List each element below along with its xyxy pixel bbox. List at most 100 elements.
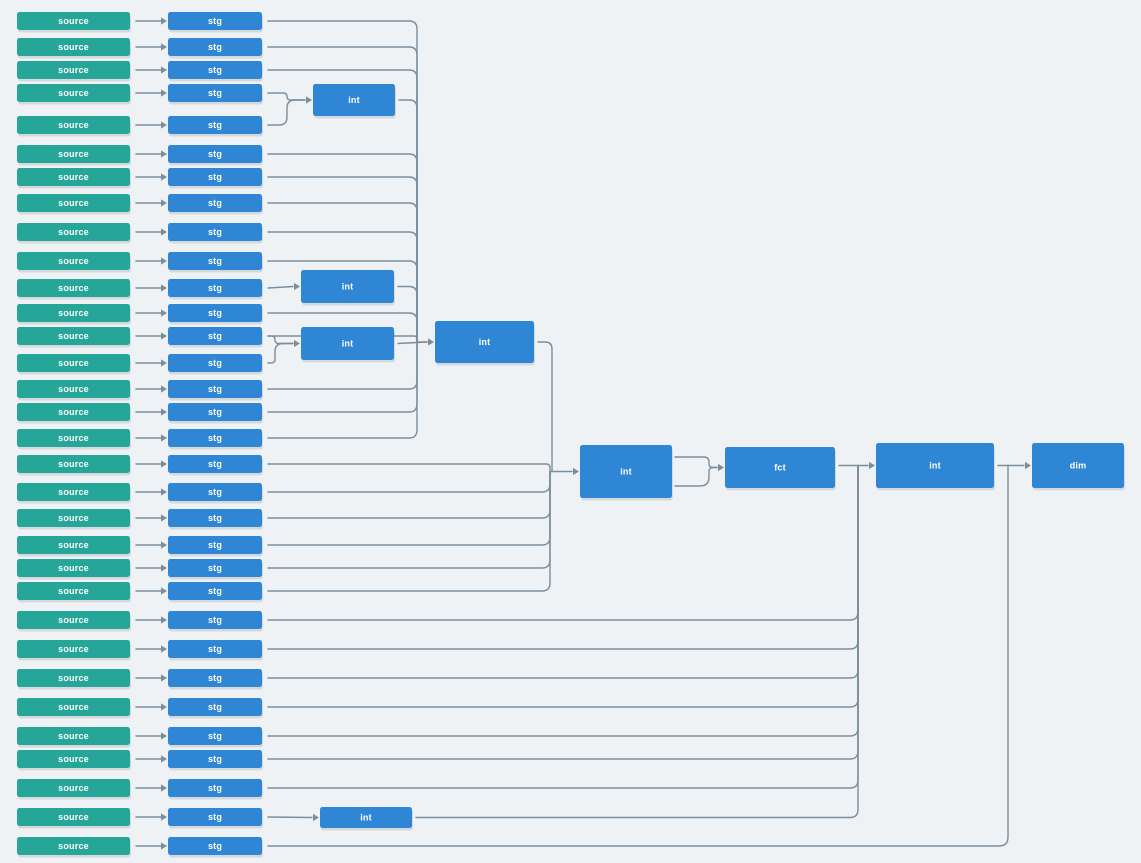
node-box-stg[interactable] bbox=[168, 84, 262, 102]
node-stg-31[interactable]: stg bbox=[168, 808, 263, 829]
node-source-14[interactable]: source bbox=[17, 354, 131, 375]
node-box-source[interactable] bbox=[17, 84, 130, 102]
node-source-17[interactable]: source bbox=[17, 429, 131, 450]
node-int-2[interactable]: int bbox=[301, 270, 395, 306]
node-box-stg[interactable] bbox=[168, 279, 262, 297]
node-source-2[interactable]: source bbox=[17, 38, 131, 59]
node-box-stg[interactable] bbox=[168, 808, 262, 826]
node-box-source[interactable] bbox=[17, 455, 130, 473]
node-source-32[interactable]: source bbox=[17, 837, 131, 858]
node-stg-27[interactable]: stg bbox=[168, 698, 263, 719]
node-box-stg[interactable] bbox=[168, 145, 262, 163]
node-box-source[interactable] bbox=[17, 380, 130, 398]
node-source-16[interactable]: source bbox=[17, 403, 131, 424]
node-stg-1[interactable]: stg bbox=[168, 12, 263, 33]
node-box-int[interactable] bbox=[313, 84, 395, 116]
node-stg-7[interactable]: stg bbox=[168, 168, 263, 189]
node-box-source[interactable] bbox=[17, 727, 130, 745]
node-stg-5[interactable]: stg bbox=[168, 116, 263, 137]
node-box-source[interactable] bbox=[17, 669, 130, 687]
node-stg-18[interactable]: stg bbox=[168, 455, 263, 476]
node-source-30[interactable]: source bbox=[17, 779, 131, 800]
node-box-source[interactable] bbox=[17, 536, 130, 554]
node-stg-20[interactable]: stg bbox=[168, 509, 263, 530]
node-source-19[interactable]: source bbox=[17, 483, 131, 504]
node-box-stg[interactable] bbox=[168, 483, 262, 501]
node-box-stg[interactable] bbox=[168, 582, 262, 600]
node-stg-14[interactable]: stg bbox=[168, 354, 263, 375]
node-source-1[interactable]: source bbox=[17, 12, 131, 33]
node-box-stg[interactable] bbox=[168, 380, 262, 398]
node-stg-21[interactable]: stg bbox=[168, 536, 263, 557]
node-box-stg[interactable] bbox=[168, 611, 262, 629]
node-box-source[interactable] bbox=[17, 429, 130, 447]
node-int-1[interactable]: int bbox=[313, 84, 396, 119]
node-box-stg[interactable] bbox=[168, 669, 262, 687]
node-box-source[interactable] bbox=[17, 509, 130, 527]
node-int-5[interactable]: int bbox=[580, 445, 673, 501]
node-box-dim[interactable] bbox=[1032, 443, 1124, 488]
node-box-stg[interactable] bbox=[168, 429, 262, 447]
node-box-int[interactable] bbox=[320, 807, 412, 828]
node-box-int[interactable] bbox=[301, 270, 394, 303]
node-stg-10[interactable]: stg bbox=[168, 252, 263, 273]
node-box-source[interactable] bbox=[17, 327, 130, 345]
node-source-6[interactable]: source bbox=[17, 145, 131, 166]
node-box-source[interactable] bbox=[17, 223, 130, 241]
node-box-source[interactable] bbox=[17, 116, 130, 134]
node-source-22[interactable]: source bbox=[17, 559, 131, 580]
node-source-15[interactable]: source bbox=[17, 380, 131, 401]
node-box-source[interactable] bbox=[17, 559, 130, 577]
node-box-int[interactable] bbox=[876, 443, 994, 488]
node-box-stg[interactable] bbox=[168, 223, 262, 241]
node-box-stg[interactable] bbox=[168, 252, 262, 270]
node-box-stg[interactable] bbox=[168, 38, 262, 56]
node-source-7[interactable]: source bbox=[17, 168, 131, 189]
node-box-source[interactable] bbox=[17, 252, 130, 270]
node-stg-23[interactable]: stg bbox=[168, 582, 263, 603]
node-box-source[interactable] bbox=[17, 582, 130, 600]
node-source-11[interactable]: source bbox=[17, 279, 131, 300]
node-box-source[interactable] bbox=[17, 640, 130, 658]
node-box-source[interactable] bbox=[17, 750, 130, 768]
node-stg-2[interactable]: stg bbox=[168, 38, 263, 59]
node-box-stg[interactable] bbox=[168, 640, 262, 658]
node-stg-17[interactable]: stg bbox=[168, 429, 263, 450]
node-box-stg[interactable] bbox=[168, 403, 262, 421]
node-stg-30[interactable]: stg bbox=[168, 779, 263, 800]
node-stg-15[interactable]: stg bbox=[168, 380, 263, 401]
node-box-source[interactable] bbox=[17, 611, 130, 629]
node-box-stg[interactable] bbox=[168, 327, 262, 345]
node-box-source[interactable] bbox=[17, 12, 130, 30]
node-box-source[interactable] bbox=[17, 145, 130, 163]
node-int-6[interactable]: int bbox=[876, 443, 995, 491]
node-source-20[interactable]: source bbox=[17, 509, 131, 530]
node-source-12[interactable]: source bbox=[17, 304, 131, 325]
node-stg-12[interactable]: stg bbox=[168, 304, 263, 325]
node-stg-25[interactable]: stg bbox=[168, 640, 263, 661]
node-box-source[interactable] bbox=[17, 808, 130, 826]
node-box-stg[interactable] bbox=[168, 12, 262, 30]
node-box-stg[interactable] bbox=[168, 194, 262, 212]
node-stg-19[interactable]: stg bbox=[168, 483, 263, 504]
node-box-source[interactable] bbox=[17, 38, 130, 56]
node-source-18[interactable]: source bbox=[17, 455, 131, 476]
node-box-source[interactable] bbox=[17, 483, 130, 501]
node-source-13[interactable]: source bbox=[17, 327, 131, 348]
node-box-int[interactable] bbox=[301, 327, 394, 360]
node-source-23[interactable]: source bbox=[17, 582, 131, 603]
node-box-stg[interactable] bbox=[168, 61, 262, 79]
node-source-10[interactable]: source bbox=[17, 252, 131, 273]
node-box-stg[interactable] bbox=[168, 837, 262, 855]
node-box-source[interactable] bbox=[17, 698, 130, 716]
node-stg-3[interactable]: stg bbox=[168, 61, 263, 82]
node-box-int[interactable] bbox=[435, 321, 534, 363]
node-source-25[interactable]: source bbox=[17, 640, 131, 661]
node-source-21[interactable]: source bbox=[17, 536, 131, 557]
node-box-stg[interactable] bbox=[168, 750, 262, 768]
node-box-source[interactable] bbox=[17, 403, 130, 421]
node-source-8[interactable]: source bbox=[17, 194, 131, 215]
node-fct-1[interactable]: fct bbox=[725, 447, 836, 491]
node-stg-9[interactable]: stg bbox=[168, 223, 263, 244]
